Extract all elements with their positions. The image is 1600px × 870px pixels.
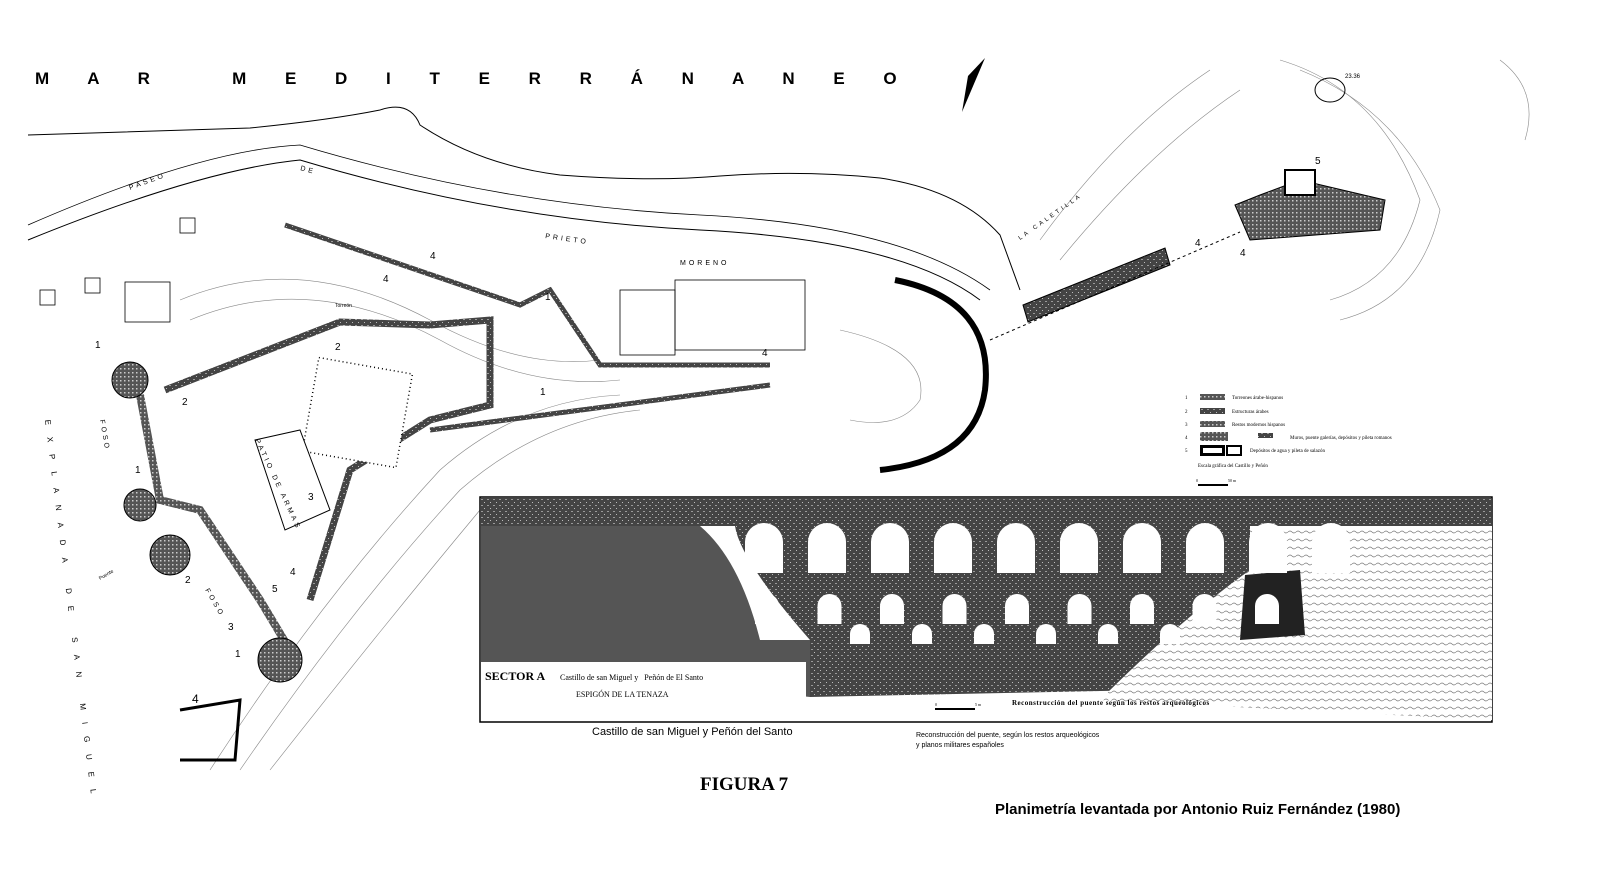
svg-text:0: 0 (1196, 478, 1198, 483)
svg-text:Escala gráfica del Castillo y: Escala gráfica del Castillo y Peñón (1198, 464, 1268, 469)
bridge-elevation-panel (479, 496, 1493, 723)
svg-text:5 m: 5 m (975, 702, 982, 707)
bridge-arch (1255, 594, 1279, 624)
caption-castle: Castillo de san Miguel y Peñón del Santo (592, 726, 793, 738)
svg-text:50 m: 50 m (1228, 478, 1237, 483)
label-de: DE (299, 165, 316, 176)
svg-text:4: 4 (383, 274, 389, 285)
breakwater (879, 277, 989, 473)
bridge-arch (1098, 624, 1118, 644)
bridge-arch (1312, 523, 1350, 573)
bridge-arch (942, 594, 967, 624)
bridge-arch (997, 523, 1035, 573)
credit-line: Planimetría levantada por Antonio Ruiz F… (995, 801, 1401, 818)
bridge-arch (850, 624, 870, 644)
bridge-arch (808, 523, 846, 573)
bridge-arch (871, 523, 909, 573)
north-arrow-icon (962, 58, 985, 112)
bridge-remains (989, 77, 1386, 341)
bridge-arch (1249, 523, 1287, 573)
bridge-arch (1060, 523, 1098, 573)
paseo-road (27, 159, 981, 301)
svg-text:3: 3 (228, 622, 234, 633)
label-moreno: MORENO (680, 260, 730, 267)
coastline (27, 106, 1021, 291)
bridge-arch (1067, 594, 1092, 624)
svg-text:2: 2 (185, 575, 191, 586)
sea-label: M A R M E D I T E R R Á N A N E O (35, 69, 914, 88)
svg-text:0: 0 (935, 702, 937, 707)
bridge-arch (1186, 523, 1224, 573)
svg-text:1: 1 (235, 649, 241, 660)
svg-text:1: 1 (95, 340, 101, 351)
svg-text:5: 5 (1315, 156, 1321, 167)
svg-text:4: 4 (762, 348, 768, 359)
svg-text:1: 1 (545, 292, 551, 303)
svg-text:4: 4 (1185, 436, 1188, 441)
svg-text:1: 1 (540, 387, 546, 398)
bridge-arch (1130, 594, 1154, 624)
bridge-arch (817, 594, 842, 624)
bridge-arch (755, 594, 779, 624)
bridge-arch (880, 594, 904, 624)
zone-numbers: 1 1 1 1 1 2 2 2 3 3 4 4 4 4 4 4 4 5 5 (95, 156, 1321, 706)
svg-text:4: 4 (1195, 238, 1201, 249)
figure-number: FIGURA 7 (700, 774, 789, 795)
svg-text:Estructuras árabes: Estructuras árabes (1232, 410, 1269, 415)
sector-subtitle2: ESPIGÓN DE LA TENAZA (576, 689, 669, 699)
svg-text:Muros, puente galerías, depósi: Muros, puente galerías, depósitos y pile… (1290, 436, 1392, 441)
bridge-arch (974, 624, 994, 644)
bridge-arch (912, 624, 932, 644)
castle-walls (111, 222, 771, 762)
label-puente: Puente (98, 569, 115, 582)
svg-text:4: 4 (1240, 248, 1246, 259)
svg-text:2: 2 (1185, 410, 1188, 415)
svg-text:2: 2 (182, 397, 188, 408)
label-explanada: EXPLANADA DE SAN MIGUEL (43, 419, 99, 806)
label-torreon: Torreón (335, 303, 352, 309)
town-blocks (39, 217, 806, 356)
svg-text:5: 5 (1185, 449, 1188, 454)
bridge-arch (1123, 523, 1161, 573)
label-prieto: PRIETO (545, 233, 589, 246)
svg-text:4: 4 (192, 692, 199, 706)
svg-text:1: 1 (135, 465, 141, 476)
sector-title: SECTOR A (485, 669, 545, 683)
bridge-arch (745, 523, 783, 573)
svg-text:4: 4 (430, 251, 436, 262)
svg-text:Restos modernos hispanos: Restos modernos hispanos (1232, 423, 1285, 428)
bridge-arches (745, 523, 1350, 644)
svg-text:3: 3 (1185, 423, 1188, 428)
label-foso2: FOSO (203, 588, 225, 619)
label-elevation: 23.36 (1345, 74, 1361, 80)
svg-text:2: 2 (335, 342, 341, 353)
label-foso: FOSO (98, 419, 110, 452)
sector-subtitle: Castillo de san Miguel y Peñón de El San… (560, 673, 703, 682)
bridge-arch (934, 523, 972, 573)
svg-text:Torreones árabe-hispanos: Torreones árabe-hispanos (1232, 396, 1283, 401)
caption-reconstruction-1: Reconstrucción del puente, según los res… (916, 732, 1100, 739)
bridge-arch (1005, 594, 1029, 624)
bridge-caption: Reconstrucción del puente según los rest… (1012, 699, 1210, 707)
svg-text:Depósitos de agua y pileta de: Depósitos de agua y pileta de salazón (1250, 449, 1325, 454)
label-paseo: PASEO (128, 172, 167, 192)
svg-text:3: 3 (308, 492, 314, 503)
svg-text:4: 4 (290, 567, 296, 578)
caption-reconstruction-2: y planos militares españoles (916, 742, 1004, 749)
bridge-arch (1160, 624, 1180, 644)
label-caletilla: LA CALETILLA (1018, 193, 1084, 242)
legend: 1 Torreones árabe-hispanos 2 Estructuras á… (1185, 394, 1392, 486)
round-tower (111, 361, 149, 399)
bridge-arch (1192, 594, 1217, 624)
bridge-arch (1036, 624, 1056, 644)
svg-text:1: 1 (1185, 396, 1188, 401)
svg-text:5: 5 (272, 584, 278, 595)
